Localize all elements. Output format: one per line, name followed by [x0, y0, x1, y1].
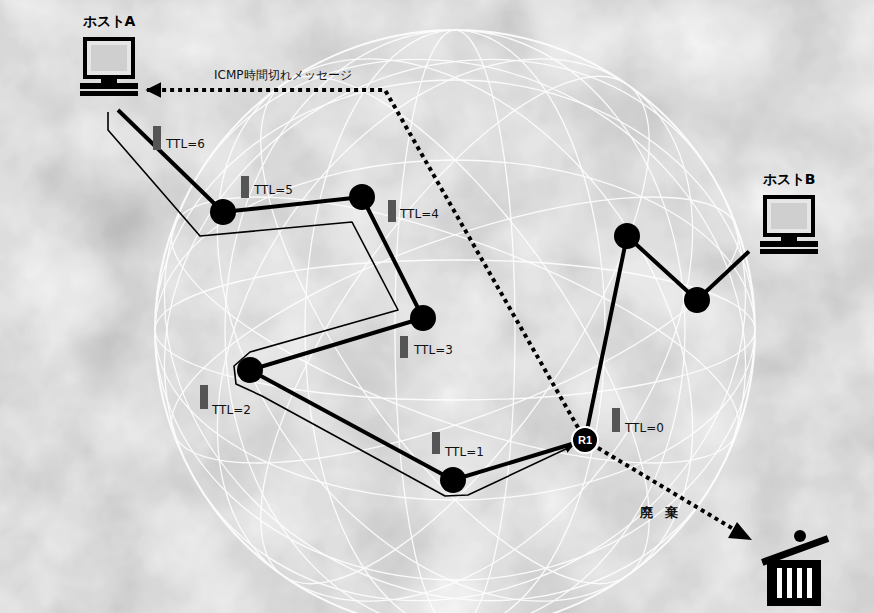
ttl-label: TTL=0 [625, 422, 664, 435]
discard-arrow-line [598, 448, 735, 530]
ttl-label: TTL=6 [166, 138, 205, 151]
ttl-label: TTL=5 [254, 184, 293, 197]
computer-icon [79, 36, 139, 98]
router-circle: R1 [571, 426, 599, 454]
ttl-label: TTL=2 [212, 404, 251, 417]
icmp-message-arrow [147, 90, 578, 428]
discard-arrowhead [728, 522, 752, 540]
network-link [118, 110, 585, 480]
packet-path-arrow [108, 112, 572, 496]
host-name: ホストB [749, 170, 829, 188]
router [210, 184, 710, 493]
packet-marker [153, 126, 620, 454]
ttl-label: TTL=3 [414, 344, 453, 357]
host-computer: ホストB [749, 170, 829, 258]
trash-can [761, 530, 829, 606]
host-computer: ホストA [71, 12, 147, 112]
network-link [588, 236, 749, 426]
ttl-label: TTL=4 [400, 208, 439, 221]
router-name: R1 [578, 434, 592, 446]
host-name: ホストA [71, 12, 147, 30]
globe-wireframe [65, 0, 845, 613]
computer-icon [759, 194, 819, 256]
edge-label: ICMP時間切れメッセージ [214, 69, 352, 82]
ttl-label: TTL=1 [445, 446, 484, 459]
discard-label: 廃棄 [640, 506, 690, 520]
